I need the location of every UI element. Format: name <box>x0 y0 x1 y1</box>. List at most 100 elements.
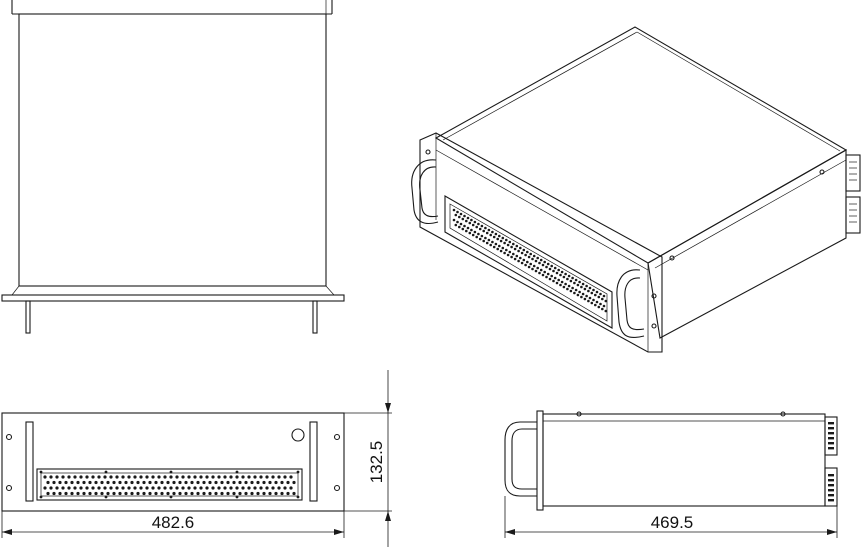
vent-hole <box>283 486 287 490</box>
vent-hole <box>160 480 164 485</box>
vent-hole <box>454 223 458 227</box>
vent-hole <box>459 212 463 216</box>
bracket-slot <box>828 484 834 487</box>
vent-hole <box>94 480 98 485</box>
vent-hole <box>532 264 536 268</box>
vent-hole <box>468 221 472 225</box>
vent-hole <box>524 263 527 267</box>
vent-hole <box>67 475 71 479</box>
vent-hole <box>492 245 496 249</box>
vent-hole <box>581 292 585 296</box>
vent-hole <box>527 265 531 269</box>
vent-hole <box>452 218 456 222</box>
vent-hole <box>567 284 571 288</box>
vent-hole <box>559 273 562 277</box>
front-view <box>1 412 345 512</box>
vent-hole <box>88 491 92 496</box>
vent-hole <box>97 475 101 479</box>
vent-hole <box>590 291 594 295</box>
vent-hole <box>283 475 287 479</box>
vent-hole <box>583 297 587 301</box>
vent-hole <box>522 258 526 262</box>
vent-hole <box>265 475 269 479</box>
vent-hole <box>118 480 122 485</box>
vent-hole <box>499 239 503 243</box>
vent-hole <box>456 220 459 224</box>
vent-hole <box>241 475 245 479</box>
vent-hole <box>604 309 608 313</box>
vent-hole <box>79 475 83 479</box>
vent-hole <box>522 248 526 252</box>
vent-hole <box>127 475 131 479</box>
vent-hole <box>136 491 140 496</box>
vent-hole <box>548 277 552 281</box>
vent-hole <box>498 234 501 238</box>
front-height-label: 132.5 <box>367 441 386 484</box>
front-width-label: 482.6 <box>152 513 195 532</box>
vent-hole <box>498 244 501 248</box>
vent-hole <box>475 225 479 229</box>
vent-hole <box>501 246 505 250</box>
vent-hole <box>163 486 167 490</box>
vent-hole <box>262 491 266 496</box>
vent-hole <box>163 475 167 479</box>
vent-hole <box>465 219 468 223</box>
vent-hole <box>181 475 185 479</box>
vent-hole <box>208 480 212 485</box>
vent-hole <box>482 239 486 243</box>
vent-hole <box>109 475 113 479</box>
vent-hole <box>85 486 89 490</box>
vent-hole <box>571 286 574 290</box>
vent-hole <box>82 491 86 496</box>
vent-hole <box>235 475 239 479</box>
vent-hole <box>505 248 508 252</box>
vent-hole <box>217 475 221 479</box>
vent-hole <box>268 480 272 485</box>
vent-hole <box>148 480 152 485</box>
vent-hole <box>548 267 552 271</box>
vent-hole <box>46 480 50 485</box>
vent-hole <box>552 279 555 283</box>
vent-hole <box>196 491 200 496</box>
vent-hole <box>202 491 206 496</box>
vent-hole <box>604 299 608 303</box>
vent-hole <box>223 475 227 479</box>
vent-hole <box>510 245 513 249</box>
vent-hole <box>531 267 534 271</box>
front-width-dimension: 482.6 <box>1 511 345 538</box>
vent-hole <box>208 491 212 496</box>
vent-hole <box>124 480 128 485</box>
vent-hole <box>106 480 110 485</box>
vent-hole <box>112 491 116 496</box>
bracket-slot <box>828 447 834 450</box>
vent-hole <box>79 486 83 490</box>
vent-hole <box>567 274 571 278</box>
vent-hole <box>238 491 242 496</box>
vent-hole <box>513 247 517 251</box>
top-view <box>1 0 345 334</box>
vent-hole <box>601 297 604 301</box>
vent-hole <box>133 486 137 490</box>
vent-hole <box>585 294 588 298</box>
vent-hole <box>496 237 500 241</box>
vent-hole <box>220 480 224 485</box>
vent-hole <box>280 480 284 485</box>
vent-hole <box>597 305 601 309</box>
vent-hole <box>202 480 206 485</box>
vent-hole <box>97 486 101 490</box>
vent-hole <box>73 486 77 490</box>
vent-hole <box>178 480 182 485</box>
vent-hole <box>136 480 140 485</box>
vent-hole <box>564 272 567 276</box>
vent-hole <box>471 233 475 237</box>
vent-hole <box>555 281 559 285</box>
vent-hole <box>154 491 158 496</box>
vent-hole <box>466 226 470 230</box>
vent-hole <box>205 486 209 490</box>
vent-hole <box>562 285 566 289</box>
vent-hole <box>519 256 522 260</box>
vent-hole <box>560 280 564 284</box>
vent-hole <box>199 486 203 490</box>
vent-hole <box>459 222 463 226</box>
vent-hole <box>559 283 562 287</box>
